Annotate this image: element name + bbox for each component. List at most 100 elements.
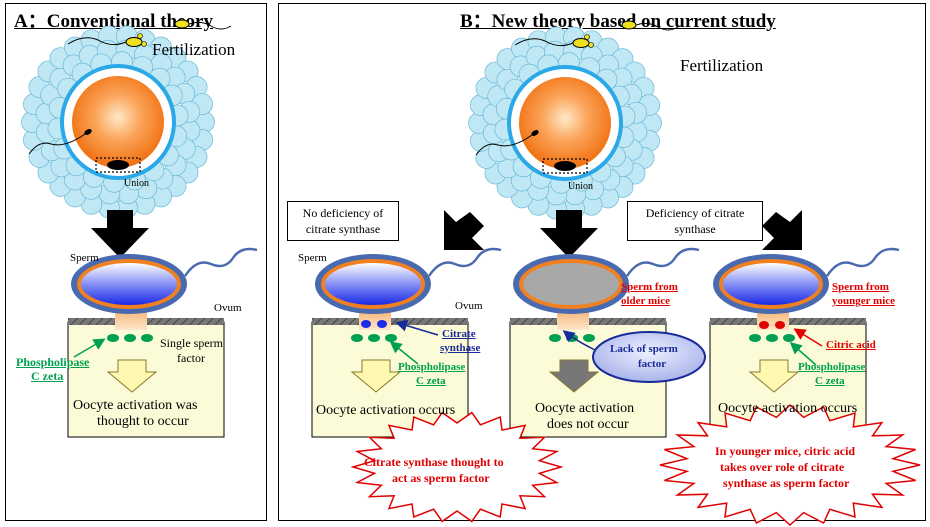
plc-label-a-1: Phospholipase [16,355,90,369]
sperm-tail [475,134,533,156]
citrate-synthase-dot [377,320,387,328]
single-factor-line1: Single sperm [160,336,223,350]
ovum-schematic-b3 [709,247,900,438]
burst-left-2: act as sperm factor [392,471,490,485]
sperm-tail [428,247,502,277]
union-label-a: Union [124,178,149,189]
panel-a-heading: A：Conventional theory [14,11,213,32]
burst-right-2: takes over role of citrate [720,460,845,474]
ovum-schematic-a [67,247,258,438]
starburst-right [659,403,921,527]
no-deficiency-line1: No deficiency of [302,206,384,220]
sperm-head-yellow [621,20,637,30]
black-arrow-down-left [444,210,484,250]
deficiency-line2: synthase [674,222,716,236]
plc-zeta-dot [583,334,595,342]
ovum-label-a: Ovum [214,302,242,314]
sperm-younger-2: younger mice [832,295,896,307]
citric-acid-dot [775,321,785,329]
ovum-label-b1: Ovum [455,300,483,312]
plc-label-a-2: C zeta [31,369,64,383]
plc-zeta-dot [783,334,795,342]
black-arrow-down-right [762,210,802,250]
deficiency-line1: Deficiency of citrate [645,206,745,220]
sperm-head-inner [81,263,177,305]
sperm-older-1: Sperm from [621,281,678,293]
citrate-arrow [395,319,439,336]
sperm-head-yellow [174,19,190,29]
lack-pointer [562,330,596,351]
panel-b-heading: B：New theory based on current study [460,11,776,32]
black-arrow-down-b [540,210,598,258]
plc-label-b3-1: Phospholipase [798,361,866,373]
no-deficiency-box: No deficiency of citrate synthase [287,201,399,241]
sperm-in-oocyte [554,161,576,171]
result-b2-2: does not occur [547,417,629,432]
burst-left-1: Citrate synthase thought to [364,455,504,469]
plc-label-b1-1: Phospholipase [398,361,466,373]
sperm-tail [514,38,574,47]
result-b2-1: Oocyte activation [535,401,635,416]
sperm-head-inner [723,263,819,305]
citrate-synthase-dot [361,320,371,328]
plc-zeta-dot [124,334,136,342]
union-box [95,157,141,173]
citric-acid-dot [759,321,769,329]
fertilized-egg-b [468,20,679,220]
sperm-older-2: older mice [621,295,670,307]
citric-arrow [793,328,823,347]
burst-right-3: synthase as sperm factor [723,476,850,490]
fertilization-label-a: Fertilization [152,40,236,59]
oocyte-cytoplasm [72,76,164,168]
plc-zeta-dot [141,334,153,342]
oocyte-cytoplasm [519,77,611,169]
black-arrow-down-a [91,210,149,258]
sperm-tail [67,37,127,46]
sperm-head [84,129,92,135]
union-label-b: Union [568,181,593,192]
activation-arrow [548,359,600,393]
lack-sperm-factor-bubble [592,331,706,383]
citric-acid-label: Citric acid [826,339,876,351]
activation-arrow [748,359,800,393]
plc-zeta-dot [351,334,363,342]
plc-zeta-dot [749,334,761,342]
sperm-head-yellow [572,38,590,48]
starburst-left [350,411,564,523]
sperm-label-a: Sperm [70,252,99,264]
union-box [542,158,588,174]
lack-label-2: factor [638,358,667,370]
sperm-tail [626,247,700,277]
single-factor-line2: factor [177,351,205,365]
plc-arrow-b3 [789,342,817,366]
sperm-tail [635,22,679,31]
plc-arrow-b1 [389,341,419,365]
panel-a [5,3,267,521]
sperm-tail [826,247,900,277]
plc-zeta-dot [368,334,380,342]
result-b3: Oocyte activation occurs [718,401,858,416]
fertilized-egg-a [21,19,232,219]
deficiency-box: Deficiency of citrate synthase [627,201,763,241]
sperm-head-inner [325,263,421,305]
result-b1: Oocyte activation occurs [316,403,456,418]
citrate-label-1: Citrate [442,328,476,340]
sperm-label-b1: Sperm [298,252,327,264]
panel-b [278,3,926,521]
result-a-1: Oocyte activation was [73,398,198,413]
no-deficiency-line2: citrate synthase [305,222,381,236]
plc-zeta-dot [385,334,397,342]
acrosome-dot [137,33,143,39]
sperm-in-oocyte [107,160,129,170]
plc-zeta-dot [107,334,119,342]
sperm-tail [28,133,86,155]
sperm-head [531,130,539,136]
sperm-tail [188,21,232,30]
activation-arrow [350,359,402,393]
acrosome-dot [141,41,147,47]
plc-zeta-dot [566,334,578,342]
sperm-head-inner [523,263,619,305]
lack-label-1: Lack of sperm [610,343,678,355]
fertilization-label-b: Fertilization [680,56,764,75]
